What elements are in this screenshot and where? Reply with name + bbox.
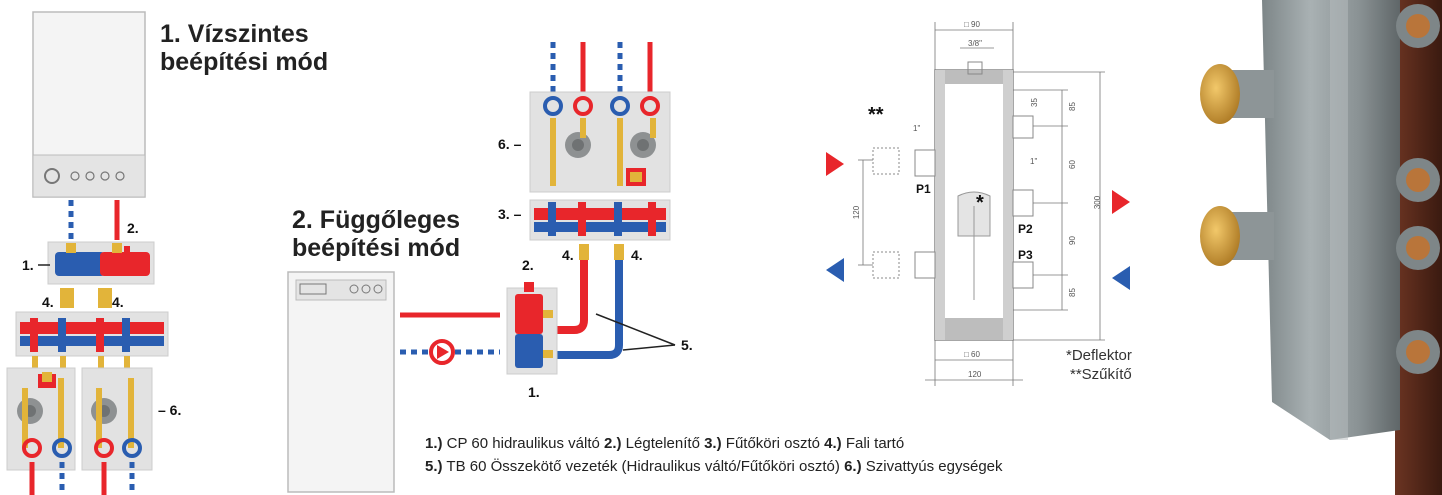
left-label-1: 1. <box>22 257 34 273</box>
reducer-note: **Szűkítő <box>1070 366 1132 383</box>
horizontal-title-line1: 1. Vízszintes <box>160 20 309 48</box>
mid-label-2: 2. <box>522 257 534 273</box>
legend-num-6: 6.) <box>844 458 862 475</box>
deflector-marker: * <box>976 192 984 214</box>
left-label-2: 2. <box>127 220 139 236</box>
legend-line-2: 5.) TB 60 Összekötő vezeték (Hidraulikus… <box>425 455 1245 478</box>
legend-num-2: 2.) <box>604 435 622 452</box>
legend-text-4: Fali tartó <box>841 435 905 452</box>
mid-label-4a: 4. <box>562 247 574 263</box>
legend-num-1: 1.) <box>425 435 443 452</box>
vertical-install-title: 2. Függőleges beépítési mód <box>292 206 460 262</box>
dim-bottom-width: □ 60 <box>964 350 980 359</box>
vertical-title-line1: 2. Függőleges <box>292 206 461 234</box>
outlet-arrow-left-blue <box>826 258 844 282</box>
left-label-4a: 4. <box>42 294 54 310</box>
mid-label-5: 5. <box>681 337 693 353</box>
legend-text-3: Fűtőköri osztó <box>721 435 825 452</box>
left-label-6: – 6. <box>158 402 182 418</box>
reducer-marker: ** <box>868 104 884 126</box>
deflector-note: *Deflektor <box>1066 347 1132 364</box>
dim-side-left: 1" <box>913 124 921 133</box>
legend: 1.) CP 60 hidraulikus váltó 2.) Légtelen… <box>425 432 1245 478</box>
port-p1-label: P1 <box>916 182 931 196</box>
left-label-4b: 4. <box>112 294 124 310</box>
legend-text-5: TB 60 Összekötő vezeték (Hidraulikus vál… <box>442 458 845 475</box>
horizontal-install-title: 1. Vízszintes beépítési mód <box>160 20 328 76</box>
port-p3-label: P3 <box>1018 248 1033 262</box>
outlet-arrow-right-red <box>1112 190 1130 214</box>
dim-top-width: □ 90 <box>964 20 980 29</box>
legend-text-2: Légtelenítő <box>621 435 705 452</box>
legend-text-1: CP 60 hidraulikus váltó <box>442 435 604 452</box>
legend-num-4: 4.) <box>824 435 842 452</box>
mid-label-3: 3. – <box>498 206 522 222</box>
horizontal-title-line2: beépítési mód <box>160 48 329 76</box>
dim-top-thread: 3/8" <box>968 39 982 48</box>
vertical-title-line2: beépítési mód <box>292 234 461 262</box>
legend-num-5: 5.) <box>425 458 443 475</box>
inlet-arrow-right-blue <box>1112 266 1130 290</box>
mid-label-4b: 4. <box>631 247 643 263</box>
inlet-arrow-left-red <box>826 152 844 176</box>
mid-label-1: 1. <box>528 384 540 400</box>
mid-label-6: 6. – <box>498 136 522 152</box>
dim-side-right: 1" <box>1030 157 1038 166</box>
legend-line-1: 1.) CP 60 hidraulikus váltó 2.) Légtelen… <box>425 432 1245 455</box>
boiler-control-panel <box>32 154 146 198</box>
legend-text-6: Szivattyús egységek <box>861 458 1003 475</box>
port-p2-label: P2 <box>1018 222 1033 236</box>
standing-boiler <box>287 271 395 493</box>
legend-num-3: 3.) <box>704 435 722 452</box>
dim-bottom-total: 120 <box>968 370 982 379</box>
